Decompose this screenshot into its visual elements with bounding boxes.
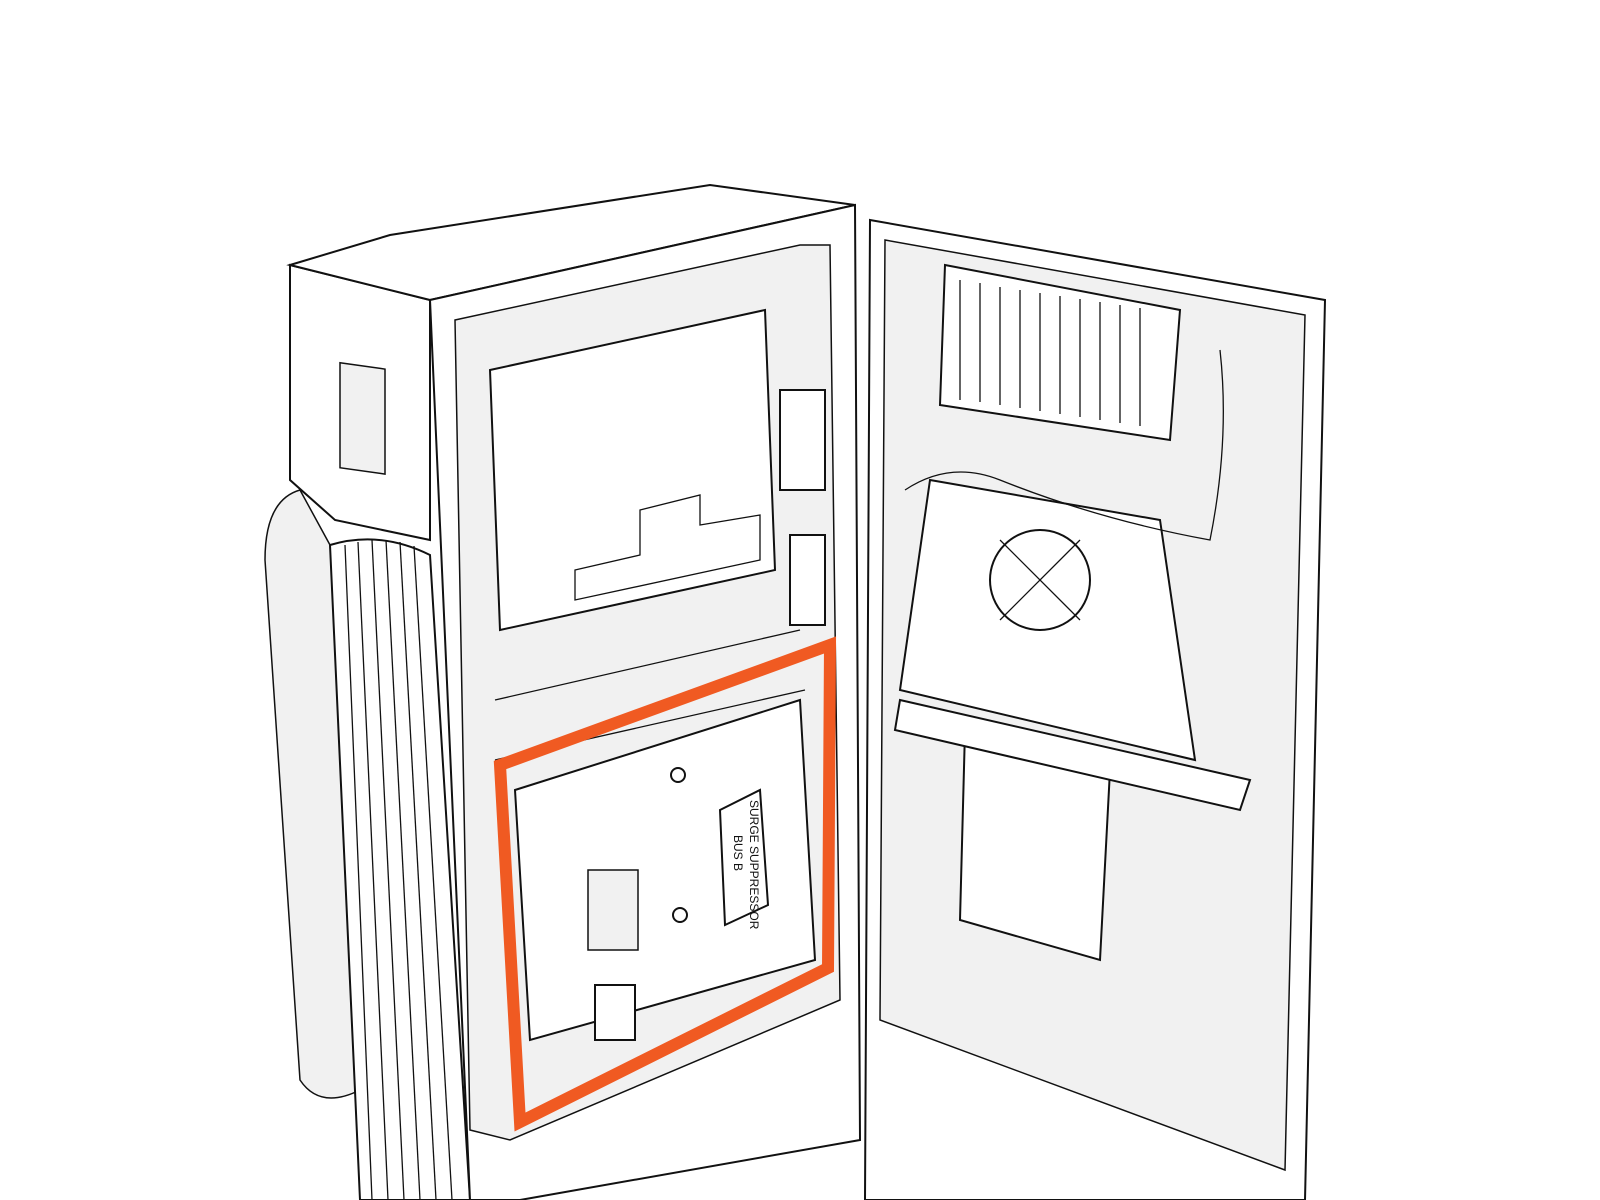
bus-label: BUS B [731, 835, 745, 871]
highlight-frame [493, 636, 837, 1132]
side-cover [264, 489, 472, 1200]
surge-suppressor-panel [513, 698, 817, 1042]
surge-suppressor-label: SURGE SUPPRESSOR [747, 800, 761, 930]
open-door [863, 218, 1327, 1200]
